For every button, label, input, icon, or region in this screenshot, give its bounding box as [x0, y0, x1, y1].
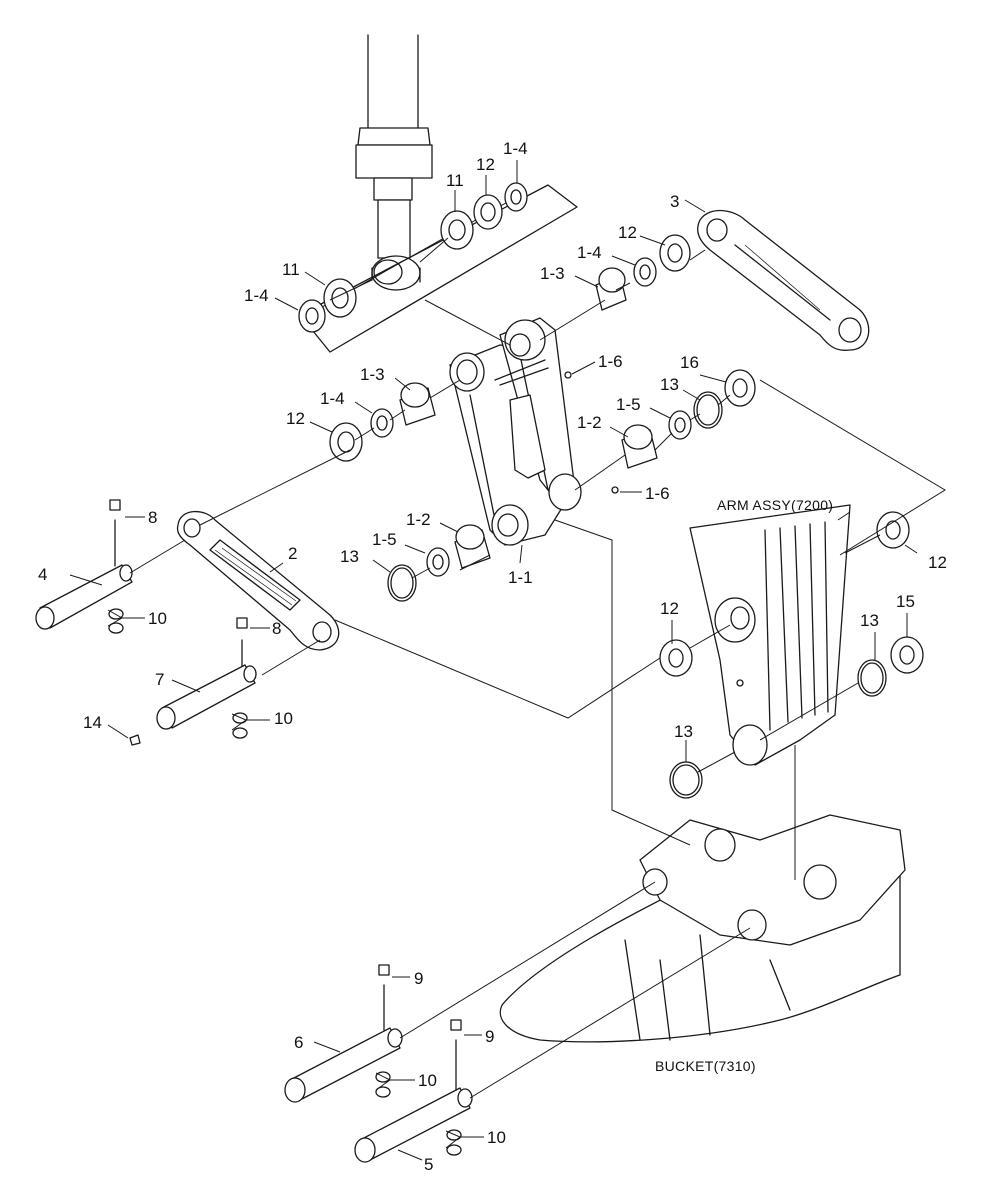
- callout-1-2: 1-2: [577, 413, 602, 432]
- callout-12: 12: [660, 599, 679, 618]
- callout-10: 10: [148, 609, 167, 628]
- callout-13: 13: [860, 611, 879, 630]
- callout-10: 10: [274, 709, 293, 728]
- callout-1-6: 1-6: [598, 352, 623, 371]
- callout-10: 10: [418, 1071, 437, 1090]
- callout-3: 3: [670, 192, 679, 211]
- label-leaders: [69, 160, 918, 1161]
- callout-13: 13: [340, 547, 359, 566]
- callout-12: 12: [928, 553, 947, 572]
- callout-1-6: 1-6: [645, 484, 670, 503]
- callout-1-4: 1-4: [320, 389, 345, 408]
- callout-1-4: 1-4: [244, 286, 269, 305]
- callout-1-3: 1-3: [360, 365, 385, 384]
- bucket-label: BUCKET(7310): [655, 1058, 756, 1074]
- callout-1-4: 1-4: [503, 139, 528, 158]
- callout-1-3: 1-3: [540, 264, 565, 283]
- callout-1-1: 1-1: [508, 568, 533, 587]
- link-3: [697, 209, 870, 351]
- pins: [35, 499, 473, 1163]
- callout-12: 12: [286, 409, 305, 428]
- callout-16: 16: [680, 353, 699, 372]
- callout-10: 10: [487, 1128, 506, 1147]
- callout-1-2: 1-2: [406, 510, 431, 529]
- callout-1-4: 1-4: [577, 243, 602, 262]
- callout-1-5: 1-5: [616, 395, 641, 414]
- callout-9: 9: [414, 969, 423, 988]
- callout-2: 2: [288, 544, 297, 563]
- callout-12: 12: [476, 155, 495, 174]
- callout-4: 4: [38, 565, 47, 584]
- top-washers: [298, 182, 528, 333]
- callout-8: 8: [272, 619, 281, 638]
- callout-8: 8: [148, 508, 157, 527]
- callout-7: 7: [155, 670, 164, 689]
- callout-15: 15: [896, 592, 915, 611]
- link-2: [176, 510, 340, 651]
- callout-12: 12: [618, 223, 637, 242]
- callout-14: 14: [83, 713, 102, 732]
- callout-11: 11: [446, 171, 464, 190]
- callout-6: 6: [294, 1033, 303, 1052]
- callout-1-5: 1-5: [372, 530, 397, 549]
- assembly-lines: [129, 237, 946, 1099]
- arm-assy-label: ARM ASSY(7200): [717, 497, 833, 513]
- cylinder-rod: [355, 34, 433, 291]
- callout-13: 13: [660, 375, 679, 394]
- nuts: [108, 608, 462, 1156]
- arm-assembly: [689, 504, 851, 766]
- callout-5: 5: [424, 1155, 433, 1174]
- callout-13: 13: [674, 722, 693, 741]
- bucket: [499, 814, 906, 1043]
- callout-labels: 11 12 1-4 3 12 1-4 1-3 11 1-4 1-6 16 13 …: [38, 139, 947, 1174]
- callout-9: 9: [485, 1027, 494, 1046]
- callout-11: 11: [282, 260, 300, 279]
